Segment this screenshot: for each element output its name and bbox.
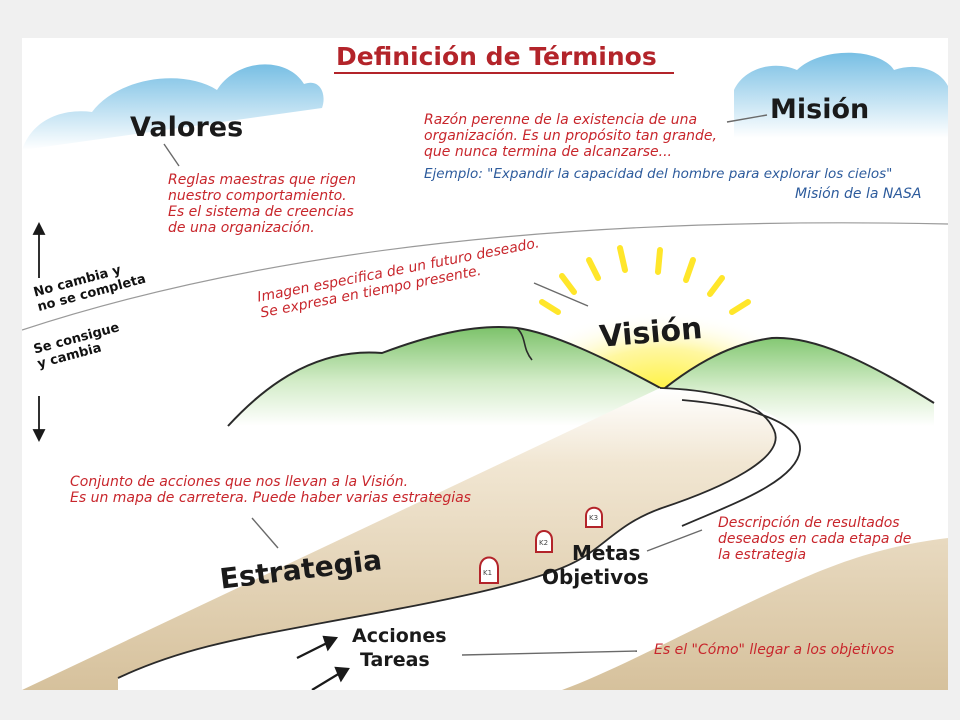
valores-heading: Valores bbox=[130, 112, 244, 143]
estrategia-line-1: Conjunto de acciones que nos llevan a la… bbox=[70, 474, 409, 490]
mision-example-source: Misión de la NASA bbox=[795, 186, 922, 202]
cloud-right bbox=[734, 52, 948, 139]
valores-definition: Reglas maestras que rigen nuestro compor… bbox=[168, 172, 356, 236]
metas-line-2: deseados en cada etapa de bbox=[718, 531, 912, 547]
hill-left bbox=[228, 327, 664, 426]
mision-example: Ejemplo: "Expandir la capacidad del homb… bbox=[424, 166, 893, 182]
diagram-title: Definición de Términos bbox=[336, 42, 657, 71]
mision-line-2: organización. Es un propósito tan grande… bbox=[424, 128, 717, 144]
mision-line-1: Razón perenne de la existencia de una bbox=[424, 112, 698, 128]
estrategia-definition: Conjunto de acciones que nos llevan a la… bbox=[70, 474, 471, 506]
metas-line-3: la estrategia bbox=[718, 547, 807, 563]
action-arrows bbox=[296, 635, 350, 690]
metas-label: Metas bbox=[572, 541, 641, 565]
metas-line-1: Descripción de resultados bbox=[718, 515, 900, 531]
mision-definition: Razón perenne de la existencia de una or… bbox=[424, 112, 717, 160]
sun-rays bbox=[539, 245, 751, 315]
mision-heading: Misión bbox=[770, 94, 870, 125]
valores-line-4: de una organización. bbox=[168, 220, 315, 236]
metas-definition: Descripción de resultados deseados en ca… bbox=[718, 515, 911, 563]
marker-k1: K1 bbox=[483, 569, 493, 577]
marker-k2: K2 bbox=[539, 539, 549, 547]
valores-line-2: nuestro comportamiento. bbox=[168, 188, 347, 204]
tareas-label: Tareas bbox=[360, 649, 430, 671]
mision-line-3: que nunca termina de alcanzarse... bbox=[424, 144, 672, 160]
diagram-graphics bbox=[22, 52, 948, 690]
acciones-heading: Acciones Tareas bbox=[352, 624, 447, 672]
road-surface bbox=[62, 388, 948, 690]
estrategia-line-2: Es un mapa de carretera. Puede haber var… bbox=[70, 490, 471, 506]
objetivos-label: Objetivos bbox=[542, 565, 649, 589]
marker-k3: K3 bbox=[589, 514, 599, 522]
diagram-canvas: Definición de Términos Valores Reglas ma… bbox=[22, 38, 948, 690]
acciones-definition: Es el "Cómo" llegar a los objetivos bbox=[654, 642, 895, 658]
pointer-lines bbox=[163, 114, 768, 656]
side-arrows bbox=[32, 221, 46, 443]
boundary-line bbox=[22, 222, 948, 331]
acciones-label: Acciones bbox=[352, 625, 447, 647]
valores-line-1: Reglas maestras que rigen bbox=[168, 172, 356, 188]
metas-heading: Metas Objetivos bbox=[542, 541, 649, 589]
valores-line-3: Es el sistema de creencias bbox=[168, 204, 354, 220]
cloud-left bbox=[22, 64, 324, 150]
milestone-markers bbox=[479, 506, 603, 584]
